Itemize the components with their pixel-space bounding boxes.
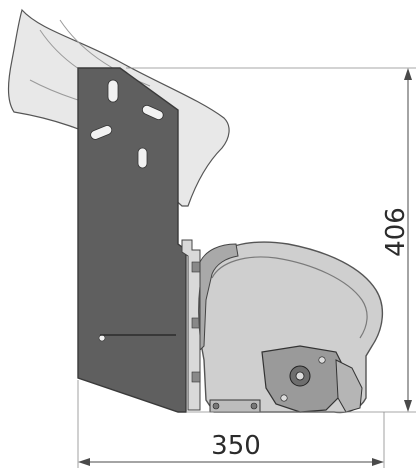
front-arm (335, 359, 363, 413)
mounting-bracket (181, 239, 201, 411)
cover-inner-curve (211, 256, 368, 339)
width-dimension-label: 350 (211, 431, 261, 461)
plate-slot (137, 147, 148, 169)
plate-slot (141, 104, 164, 121)
clamp-bolt (250, 402, 258, 410)
height-dimension-label: 406 (381, 207, 411, 257)
bracket-bolt (191, 371, 201, 383)
height-arrow-bottom (404, 400, 412, 412)
drive-hub-center (295, 371, 305, 381)
clamp-bolt (212, 402, 220, 410)
plate-slot (90, 125, 113, 140)
height-arrow-top (404, 68, 412, 80)
bracket-bolt (191, 261, 201, 273)
mechanism-screw (280, 394, 288, 402)
plate-hole (98, 334, 106, 342)
plate-slot (107, 79, 119, 103)
cover-end-cap (199, 243, 239, 352)
width-arrow-right (372, 458, 384, 466)
mechanism-screw (318, 356, 326, 364)
mounting-plate (77, 67, 187, 413)
width-arrow-left (78, 458, 90, 466)
